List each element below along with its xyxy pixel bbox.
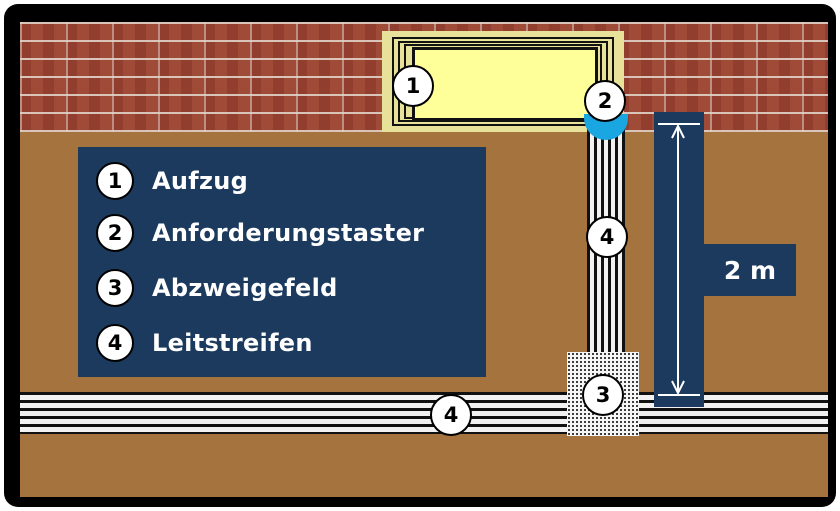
- floor-plan-scene: 2 m 1 Aufzug 2 Anforderungstaster 3 Abzw…: [20, 22, 828, 497]
- marker-elevator: 1: [392, 65, 434, 107]
- legend-label: Abzweigefeld: [152, 274, 338, 302]
- dimension-arrow: [658, 123, 700, 396]
- guide-strip-horizontal: [20, 392, 828, 434]
- marker-branch-field: 3: [582, 374, 624, 416]
- marker-guide-vertical: 4: [586, 216, 628, 258]
- diagram-frame: 2 m 1 Aufzug 2 Anforderungstaster 3 Abzw…: [4, 4, 836, 507]
- legend-number: 2: [96, 214, 134, 252]
- legend-number: 4: [96, 324, 134, 362]
- legend-panel: 1 Aufzug 2 Anforderungstaster 3 Abzweige…: [78, 147, 486, 377]
- dimension-label: 2 m: [704, 244, 796, 296]
- legend-number: 1: [96, 162, 134, 200]
- legend-label: Anforderungstaster: [152, 219, 425, 247]
- legend-item: 4 Leitstreifen: [96, 323, 313, 363]
- legend-number: 3: [96, 269, 134, 307]
- legend-item: 2 Anforderungstaster: [96, 213, 424, 253]
- legend-item: 1 Aufzug: [96, 161, 248, 201]
- marker-button: 2: [584, 80, 626, 122]
- elevator-cabin: [412, 47, 598, 121]
- legend-item: 3 Abzweigefeld: [96, 268, 338, 308]
- marker-guide-horizontal: 4: [430, 394, 472, 436]
- legend-label: Aufzug: [152, 167, 249, 195]
- legend-label: Leitstreifen: [152, 329, 313, 357]
